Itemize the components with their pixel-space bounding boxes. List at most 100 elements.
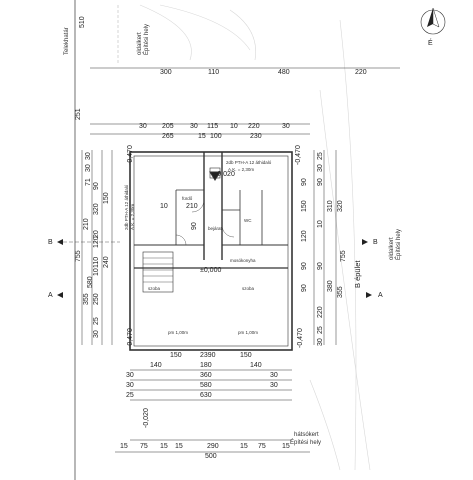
dim-bottom-inner-1: 150 — [170, 352, 182, 359]
height-label-left: A.K. = 2,30m — [130, 204, 135, 230]
rear-garden-label: hátsókert — [294, 432, 319, 438]
svg-text:150: 150 — [301, 200, 308, 212]
dim-top3-3: 230 — [250, 133, 262, 140]
dim-top-110: 110 — [208, 69, 219, 76]
bottom-dimension-lines — [115, 369, 310, 453]
dim-top2-5: 220 — [248, 123, 260, 130]
dim-bottom4-1: 630 — [200, 392, 212, 399]
svg-text:310: 310 — [327, 200, 334, 212]
dim-bottom1-0: 140 — [150, 362, 162, 369]
svg-text:71: 71 — [85, 178, 92, 186]
svg-text:320: 320 — [337, 200, 344, 212]
pm-right-label: pm 1,00m — [238, 330, 258, 335]
dim-top3-2: 100 — [210, 133, 222, 140]
svg-text:10: 10 — [93, 268, 100, 276]
svg-text:150: 150 — [103, 192, 110, 204]
dim-bottom3-0: 30 — [126, 382, 134, 389]
dim-bottom4-0: 25 — [126, 392, 134, 399]
svg-text:755: 755 — [75, 250, 82, 262]
section-b-right: B — [373, 239, 378, 246]
dim-bottom3-2: 30 — [270, 382, 278, 389]
building-walls — [129, 151, 293, 351]
svg-text:320: 320 — [93, 203, 100, 215]
svg-text:110: 110 — [93, 257, 100, 268]
b-building-label: B épület — [353, 260, 362, 288]
height-label-right: A.K. = 2,30m — [228, 167, 254, 172]
svg-text:90: 90 — [301, 262, 308, 270]
lintel-label-right: 2db PTH-A 12 áthidaló — [226, 160, 272, 165]
svg-text:355: 355 — [83, 293, 90, 305]
svg-text:30: 30 — [317, 338, 324, 346]
dim-bottom5-2: 15 — [160, 443, 168, 450]
svg-text:25: 25 — [93, 317, 100, 325]
svg-text:90: 90 — [301, 284, 308, 292]
dim-inner-90: 90 — [191, 222, 198, 230]
svg-text:240: 240 — [103, 256, 110, 268]
north-arrow-icon: É — [420, 7, 446, 47]
section-a-right: A — [378, 292, 383, 299]
elevation-zero-label: ±0,000 — [200, 267, 221, 274]
left-side-garden-label: oldalkert — [137, 32, 143, 55]
level-0470-tr: -0,470 — [295, 145, 302, 165]
left-dimension-column: 30 30 71 90 150 320 210 20 120 110 10 75… — [75, 152, 110, 338]
dim-bottom2-0: 30 — [126, 372, 134, 379]
dim-bottom5-7: 15 — [282, 443, 290, 450]
room-laundry-label: mosókonyha — [230, 258, 256, 263]
level-0470-bl: -0,470 — [127, 328, 134, 348]
svg-text:90: 90 — [93, 182, 100, 190]
dim-top2-2: 30 — [190, 123, 198, 130]
dim-bottom2-1: 360 — [200, 372, 212, 379]
dim-left-top: 510 — [79, 16, 86, 28]
svg-text:10: 10 — [317, 220, 324, 228]
dim-left-251: 251 — [75, 108, 82, 120]
svg-text:250: 250 — [93, 293, 100, 305]
svg-text:355: 355 — [337, 286, 344, 298]
svg-text:30: 30 — [85, 164, 92, 172]
svg-text:90: 90 — [317, 262, 324, 270]
dim-inner-10: 10 — [160, 203, 168, 210]
right-building-zone-label: Építési hely — [395, 229, 402, 260]
level-0470-tl: -0,470 — [127, 145, 134, 165]
dim-top-220: 220 — [355, 69, 367, 76]
dim-bottom5-0: 15 — [120, 443, 128, 450]
svg-text:380: 380 — [327, 280, 334, 292]
svg-text:580: 580 — [87, 276, 94, 288]
room-middle-label: szoba — [148, 286, 161, 291]
svg-text:120: 120 — [301, 230, 308, 242]
pm-left-label: pm 1,00m — [168, 330, 188, 335]
room-second-label: szoba — [242, 286, 255, 291]
level-0020-label: -0,020 — [215, 171, 235, 178]
room-wc-label: WC — [244, 218, 252, 223]
dim-bottom6-0: 500 — [205, 453, 217, 460]
background-sketch — [139, 4, 371, 471]
dim-bottom3-1: 580 — [200, 382, 212, 389]
svg-text:210: 210 — [83, 218, 90, 230]
right-side-garden-label: oldalkert — [389, 237, 395, 260]
svg-text:220: 220 — [317, 306, 324, 318]
svg-text:20: 20 — [93, 230, 100, 238]
top-dimension-lines — [90, 67, 400, 135]
dim-bottom5-5: 15 — [240, 443, 248, 450]
dim-bottom5-1: 75 — [140, 443, 148, 450]
svg-text:30: 30 — [317, 164, 324, 172]
dim-top2-1: 205 — [162, 123, 174, 130]
dim-bottom5-6: 75 — [258, 443, 266, 450]
dim-bottom-inner-0: 2390 — [200, 352, 216, 359]
dim-top-480: 480 — [278, 69, 290, 76]
north-label: É — [428, 38, 433, 47]
svg-text:755: 755 — [340, 250, 347, 262]
dim-bottom-inner-2: 150 — [240, 352, 252, 359]
dim-bottom5-4: 290 — [207, 443, 219, 450]
svg-text:25: 25 — [317, 152, 324, 160]
dim-top2-6: 30 — [282, 123, 290, 130]
lintel-label-left: 2db PTH-A 12 áthidaló — [124, 184, 129, 230]
right-dimension-column: 25 30 90 310 320 10 755 90 380 355 220 2… — [301, 150, 347, 346]
svg-text:90: 90 — [317, 178, 324, 186]
level-0470-br: -0,470 — [297, 328, 304, 348]
rear-building-zone-label: Építési hely — [290, 439, 321, 446]
dim-top3-1: 15 — [198, 133, 206, 140]
room-entrance-label: bejárat — [208, 226, 223, 231]
svg-text:25: 25 — [317, 326, 324, 334]
svg-text:30: 30 — [93, 330, 100, 338]
